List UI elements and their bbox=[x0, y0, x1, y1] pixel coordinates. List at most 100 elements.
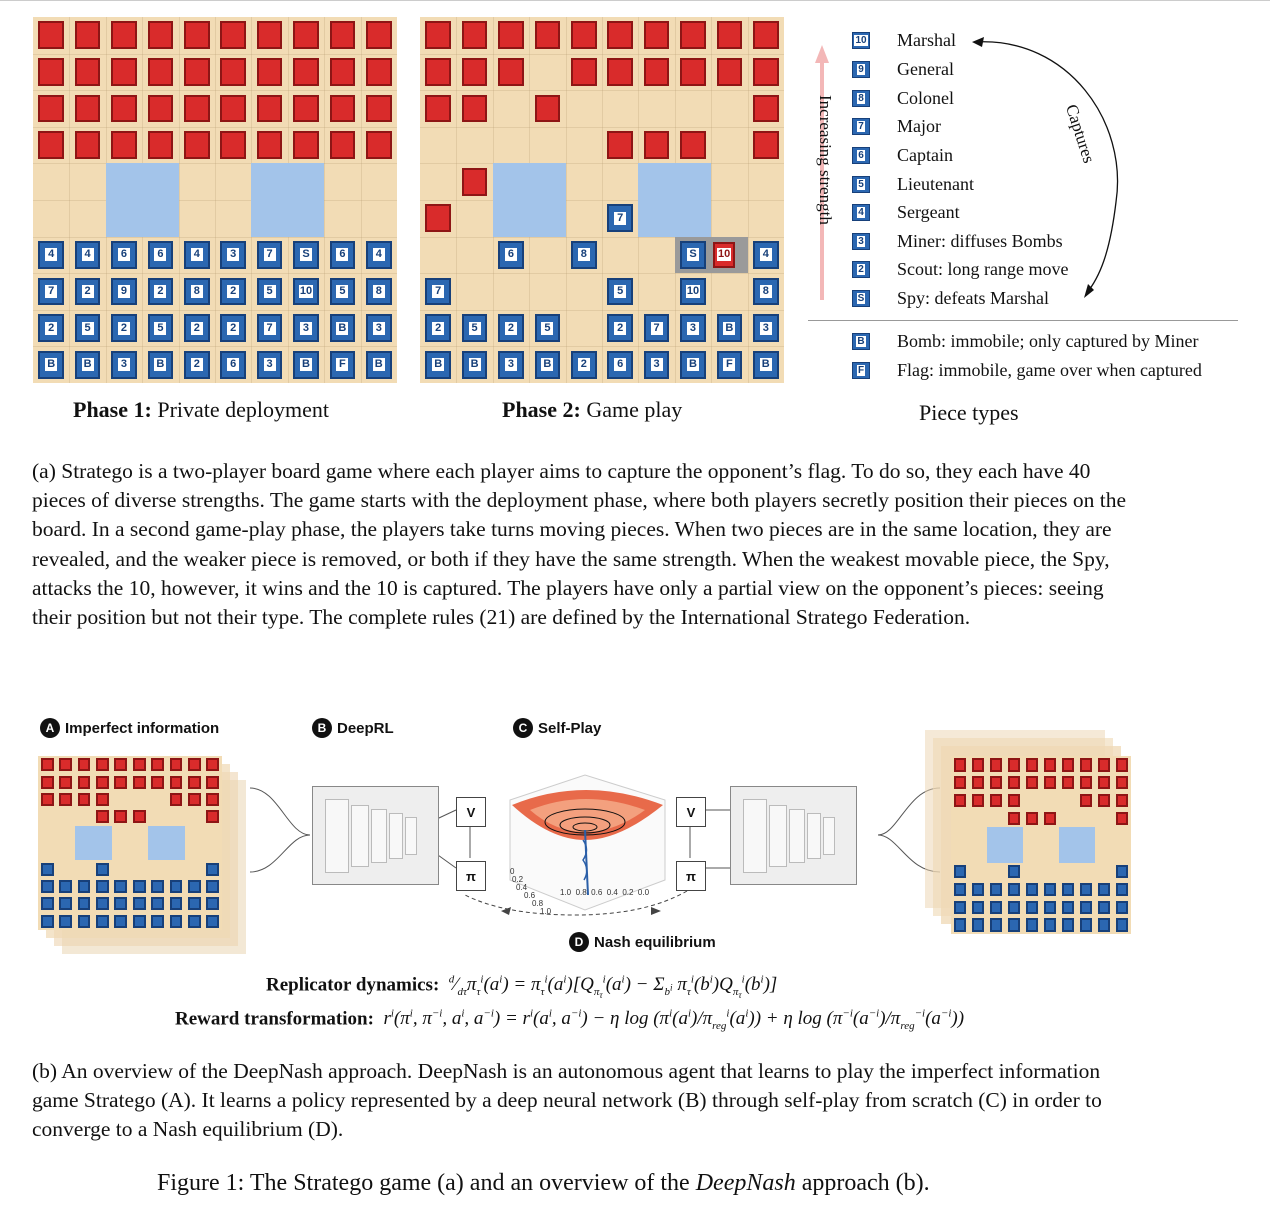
red-piece bbox=[59, 775, 73, 789]
blue-piece bbox=[953, 864, 967, 879]
lake bbox=[1059, 827, 1095, 863]
red-piece bbox=[1115, 775, 1129, 790]
blue-piece: 5 bbox=[607, 277, 633, 306]
red-piece bbox=[680, 131, 706, 160]
blue-piece: B bbox=[680, 350, 706, 379]
red-piece bbox=[169, 758, 183, 772]
piece-type-label: Bomb: immobile; only captured by Miner bbox=[897, 331, 1199, 351]
piece-badge-icon: 4 bbox=[852, 204, 870, 221]
red-piece bbox=[1025, 758, 1039, 772]
blue-piece: 2 bbox=[220, 277, 246, 306]
red-piece bbox=[184, 94, 210, 123]
blue-piece bbox=[1097, 918, 1111, 932]
blue-piece bbox=[187, 914, 201, 928]
blue-piece: 7 bbox=[38, 277, 64, 306]
red-piece bbox=[643, 57, 670, 86]
blue-piece: 3 bbox=[680, 314, 706, 343]
red-piece bbox=[753, 21, 779, 50]
red-piece bbox=[38, 131, 64, 160]
phase2-caption: Phase 2: Game play bbox=[502, 397, 683, 422]
blue-piece: 8 bbox=[753, 277, 779, 306]
red-piece bbox=[1025, 811, 1039, 826]
red-piece bbox=[293, 94, 319, 123]
blue-piece: 4 bbox=[366, 240, 392, 269]
red-piece bbox=[366, 57, 392, 86]
blue-piece bbox=[953, 918, 967, 932]
red-piece bbox=[74, 57, 101, 86]
captures-arrow bbox=[968, 32, 1128, 307]
red-piece bbox=[220, 57, 246, 86]
red-piece bbox=[534, 21, 561, 50]
blue-piece: 3 bbox=[256, 350, 283, 379]
blue-piece bbox=[151, 897, 165, 911]
red-piece bbox=[256, 131, 283, 160]
red-piece bbox=[206, 793, 220, 806]
blue-piece: 5 bbox=[74, 314, 101, 343]
blue-piece: S bbox=[680, 240, 706, 269]
blue-piece: 2 bbox=[571, 350, 597, 379]
blue-piece: B bbox=[425, 350, 451, 379]
blue-piece bbox=[59, 897, 73, 911]
blue-piece: 7 bbox=[256, 314, 283, 343]
blue-piece bbox=[1079, 882, 1093, 897]
red-piece bbox=[607, 131, 633, 160]
piece-type-label: Colonel bbox=[897, 88, 954, 108]
red-piece bbox=[607, 21, 633, 50]
blue-piece bbox=[1061, 918, 1075, 932]
blue-piece: 2 bbox=[220, 314, 246, 343]
red-piece bbox=[425, 21, 451, 50]
red-piece bbox=[716, 21, 743, 50]
blue-piece bbox=[59, 914, 73, 928]
blue-piece: 6 bbox=[147, 240, 174, 269]
red-piece bbox=[132, 810, 146, 824]
piece-type-label: Major bbox=[897, 116, 941, 136]
red-piece bbox=[1079, 793, 1093, 808]
blue-piece bbox=[77, 880, 91, 893]
blue-piece: 8 bbox=[184, 277, 210, 306]
piece-badge-icon: 9 bbox=[852, 61, 870, 78]
red-piece bbox=[293, 131, 319, 160]
lake bbox=[251, 163, 325, 237]
piece-badge-icon: 6 bbox=[852, 147, 870, 164]
blue-piece bbox=[1025, 918, 1039, 932]
blue-piece: 6 bbox=[498, 240, 524, 269]
blue-piece bbox=[1115, 882, 1129, 897]
red-piece bbox=[256, 57, 283, 86]
blue-piece: B bbox=[716, 314, 743, 343]
blue-piece: 4 bbox=[184, 240, 210, 269]
red-piece bbox=[571, 21, 597, 50]
blue-piece: 9 bbox=[111, 277, 137, 306]
red-piece bbox=[132, 775, 146, 789]
blue-piece: S bbox=[293, 240, 319, 269]
red-piece bbox=[716, 57, 743, 86]
blue-piece: 5 bbox=[461, 314, 488, 343]
piece-type-label: Miner: diffuses Bombs bbox=[897, 231, 1063, 251]
red-piece bbox=[187, 793, 201, 806]
blue-piece bbox=[95, 862, 109, 876]
red-piece bbox=[498, 21, 524, 50]
network-block-right bbox=[730, 786, 857, 885]
caption-b: (b) An overview of the DeepNash approach… bbox=[32, 1059, 1102, 1142]
red-piece bbox=[38, 94, 64, 123]
piece-type-label: Lieutenant bbox=[897, 174, 974, 194]
blue-piece bbox=[40, 914, 54, 928]
red-piece bbox=[753, 57, 779, 86]
red-piece bbox=[425, 57, 451, 86]
red-piece bbox=[220, 131, 246, 160]
increasing-strength-label: Increasing strength bbox=[816, 95, 835, 225]
blue-piece: 3 bbox=[643, 350, 670, 379]
red-piece bbox=[77, 758, 91, 772]
strength-arrow bbox=[815, 45, 829, 300]
red-piece bbox=[329, 131, 356, 160]
red-piece bbox=[40, 775, 54, 789]
blue-piece: 4 bbox=[38, 240, 64, 269]
red-piece bbox=[187, 758, 201, 772]
